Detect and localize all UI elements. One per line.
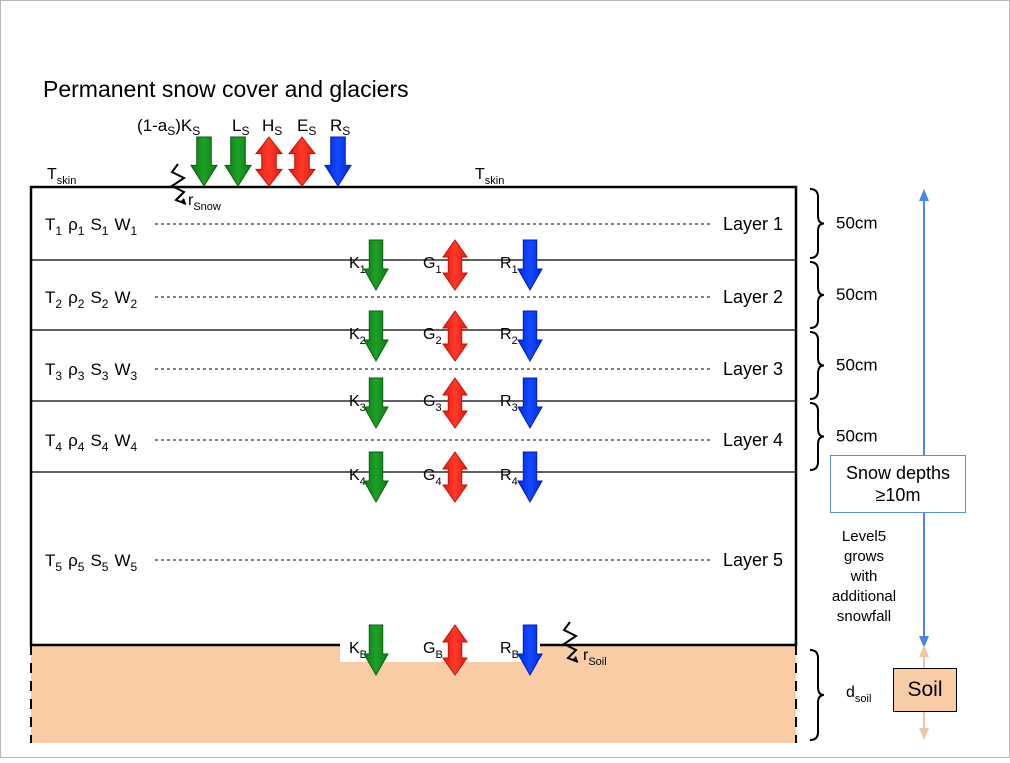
layer-thickness-label: 50cm bbox=[836, 427, 878, 446]
flux-k-arrow-icon bbox=[363, 451, 389, 504]
thickness-brace bbox=[809, 331, 825, 400]
flux-g-label: G1 bbox=[423, 255, 442, 276]
flux-g-arrow-icon bbox=[442, 239, 468, 291]
layer5-note-line-5: snowfall bbox=[836, 608, 892, 625]
thickness-brace bbox=[809, 188, 825, 259]
flux-g-arrow-icon bbox=[442, 310, 468, 362]
tskin-right-label: Tskin bbox=[475, 166, 504, 187]
flux-k-arrow-icon bbox=[363, 377, 389, 430]
surface-flux-label: HS bbox=[262, 116, 282, 138]
layer-name-label: Layer 2 bbox=[723, 287, 783, 307]
snow-depth-line-1: Snow depths bbox=[845, 463, 951, 483]
thickness-brace bbox=[809, 402, 825, 471]
snowpack-box bbox=[29, 185, 798, 647]
surface-flux-group: (1-aS)KS LS HS ES RS bbox=[137, 116, 352, 187]
flux-k-arrow-icon bbox=[363, 624, 389, 677]
flux-r-arrow-icon bbox=[517, 239, 543, 292]
flux-k-label: KB bbox=[349, 640, 367, 661]
snow-depth-box: Snow depths ≥10m bbox=[830, 455, 966, 513]
d-soil-label: dsoil bbox=[846, 684, 871, 705]
interface-flux-row: K4 G4 R4 bbox=[349, 451, 543, 504]
flux-r-arrow-icon bbox=[517, 624, 543, 677]
bottom-flux-mask bbox=[340, 642, 540, 662]
flux-k-label: K1 bbox=[349, 255, 366, 276]
soil-box-label: Soil bbox=[907, 678, 943, 701]
flux-r-label: R3 bbox=[500, 393, 518, 414]
flux-g-arrow-icon bbox=[442, 377, 468, 429]
flux-r-label: RB bbox=[500, 640, 519, 661]
r-soil-zigzag-icon bbox=[562, 621, 579, 663]
flux-r-arrow-icon bbox=[517, 377, 543, 430]
layer-name-label: Layer 1 bbox=[723, 214, 783, 234]
layer-thickness-label: 50cm bbox=[836, 285, 878, 304]
tskin-left-label: Tskin bbox=[47, 166, 76, 187]
flux-k-label: K2 bbox=[349, 326, 366, 347]
flux-g-arrow-icon bbox=[442, 624, 468, 676]
flux-k-arrow-icon bbox=[363, 310, 389, 363]
surface-flux-arrow-icon bbox=[224, 136, 252, 187]
layer-boundaries bbox=[31, 259, 796, 473]
surface-flux-arrow-icon bbox=[324, 136, 352, 187]
flux-g-label: GB bbox=[423, 640, 443, 661]
r-soil-arrowhead-icon bbox=[572, 656, 578, 662]
r-snow-label: rSnow bbox=[188, 192, 221, 213]
flux-g-label: G4 bbox=[423, 467, 442, 488]
layer-thickness-braces: 50cm 50cm 50cm 50cm bbox=[809, 188, 878, 741]
flux-k-label: K3 bbox=[349, 393, 366, 414]
soil-box: Soil bbox=[893, 668, 957, 712]
layer5-growth-note: Level5 grows with additional snowfall bbox=[818, 527, 910, 627]
layer-name-label: Layer 5 bbox=[723, 550, 783, 570]
r-snow-arrowhead-icon bbox=[180, 198, 186, 204]
layer5-note-line-4: additional bbox=[831, 588, 897, 605]
flux-g-arrow-icon bbox=[442, 451, 468, 503]
flux-g-label: G3 bbox=[423, 393, 442, 414]
surface-flux-label: RS bbox=[330, 116, 350, 138]
surface-flux-arrow-icon bbox=[287, 136, 317, 187]
thickness-brace bbox=[809, 649, 825, 741]
flux-r-label: R1 bbox=[500, 255, 518, 276]
surface-flux-label: LS bbox=[232, 116, 249, 138]
thickness-brace bbox=[809, 261, 825, 329]
r-snow-zigzag-icon bbox=[170, 163, 187, 205]
diagram-title: Permanent snow cover and glaciers bbox=[43, 76, 409, 102]
snow-depth-line-2: ≥10m bbox=[875, 485, 921, 505]
layer5-note-line-3: with bbox=[850, 568, 878, 585]
interface-flux-row: KB GB RB bbox=[349, 624, 543, 677]
layer-name-label: Layer 3 bbox=[723, 359, 783, 379]
interface-flux-row: K3 G3 R3 bbox=[349, 377, 543, 430]
r-soil-label: rSoil bbox=[583, 647, 607, 668]
layer-name-label: Layer 4 bbox=[723, 430, 783, 450]
flux-g-label: G2 bbox=[423, 326, 442, 347]
flux-r-label: R4 bbox=[500, 467, 518, 488]
surface-flux-arrow-icon bbox=[254, 136, 284, 187]
soil-depth-arrowhead-top-icon bbox=[919, 645, 929, 657]
layer-thickness-label: 50cm bbox=[836, 356, 878, 375]
layer5-note-line-2: grows bbox=[843, 548, 884, 565]
flux-r-arrow-icon bbox=[517, 310, 543, 363]
interface-flux-row: K1 G1 R1 bbox=[349, 239, 543, 292]
surface-flux-arrow-icon bbox=[190, 136, 218, 187]
flux-r-arrow-icon bbox=[517, 451, 543, 504]
layer5-note-line-1: Level5 bbox=[841, 528, 887, 545]
soil-depth-arrowhead-bottom-icon bbox=[919, 728, 929, 740]
snow-depth-arrowhead-bottom-icon bbox=[919, 636, 929, 648]
interface-flux-row: K2 G2 R2 bbox=[349, 310, 543, 363]
flux-r-label: R2 bbox=[500, 326, 518, 347]
flux-k-label: K4 bbox=[349, 467, 366, 488]
snow-depth-arrowhead-top-icon bbox=[919, 189, 929, 201]
flux-k-arrow-icon bbox=[363, 239, 389, 292]
surface-flux-label: ES bbox=[297, 116, 316, 138]
surface-flux-label-sw: (1-aS)KS bbox=[137, 116, 200, 138]
layer-thickness-label: 50cm bbox=[836, 214, 878, 233]
